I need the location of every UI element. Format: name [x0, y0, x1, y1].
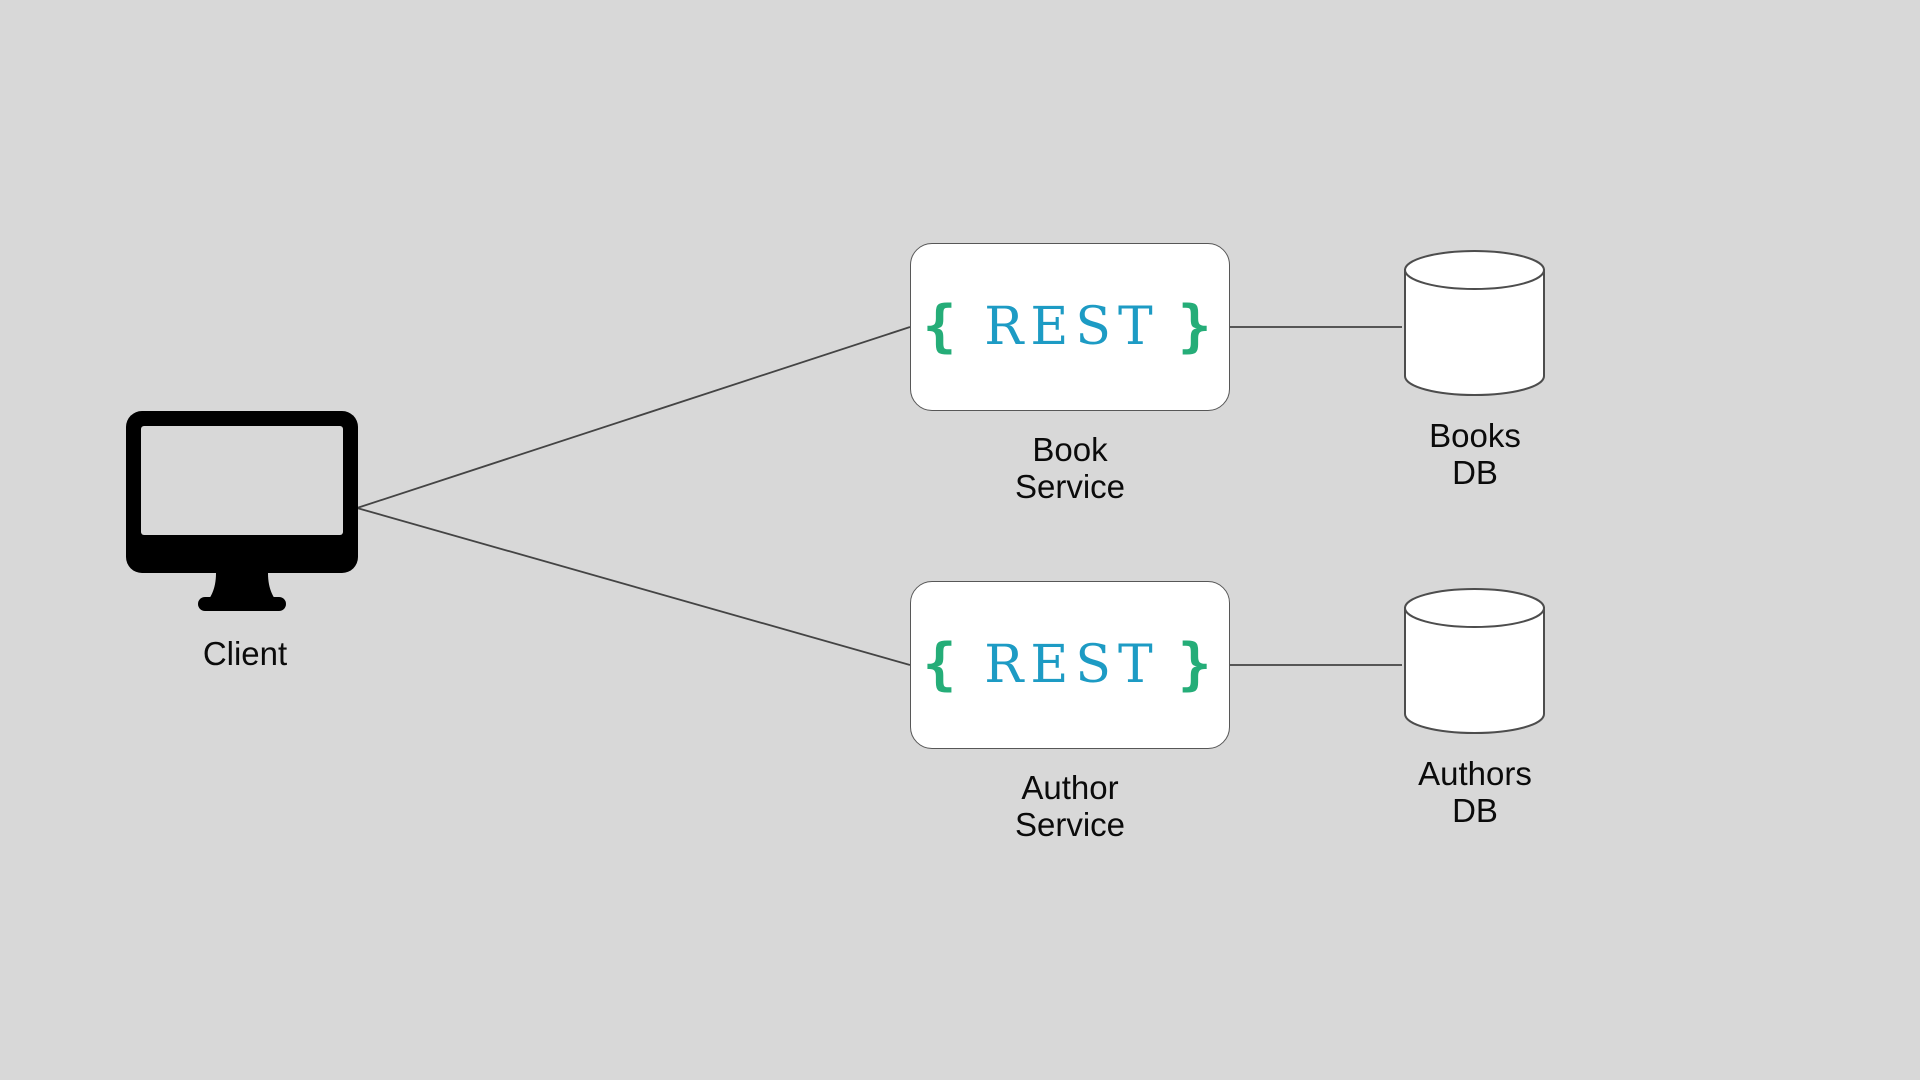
authors-db-label: Authors DB: [1418, 755, 1532, 829]
book-service-label: Book Service: [1014, 431, 1126, 505]
rest-right-brace-icon: }: [1177, 632, 1218, 697]
author-service-node[interactable]: { REST }: [910, 581, 1230, 749]
authors-db-node[interactable]: [1402, 586, 1547, 736]
rest-right-brace-icon: }: [1177, 294, 1218, 359]
client-label: Client: [202, 635, 288, 672]
database-cylinder-icon: [1404, 588, 1545, 735]
author-service-label: Author Service: [1014, 769, 1126, 843]
books-db-node[interactable]: [1402, 248, 1547, 398]
book-service-node[interactable]: { REST }: [910, 243, 1230, 411]
rest-logo: { REST }: [923, 637, 1218, 693]
rest-left-brace-icon: {: [922, 632, 963, 697]
database-cylinder-icon: [1404, 250, 1545, 397]
books-db-label: Books DB: [1429, 417, 1521, 491]
rest-left-brace-icon: {: [922, 294, 963, 359]
edge-client-to-book-service[interactable]: [356, 326, 911, 509]
desktop-monitor-icon: [126, 411, 358, 611]
rest-logo-text: REST: [984, 635, 1160, 695]
client-node[interactable]: [120, 405, 370, 615]
edge-client-to-author-service[interactable]: [356, 507, 911, 666]
rest-logo: { REST }: [923, 299, 1218, 355]
rest-logo-text: REST: [984, 297, 1160, 357]
